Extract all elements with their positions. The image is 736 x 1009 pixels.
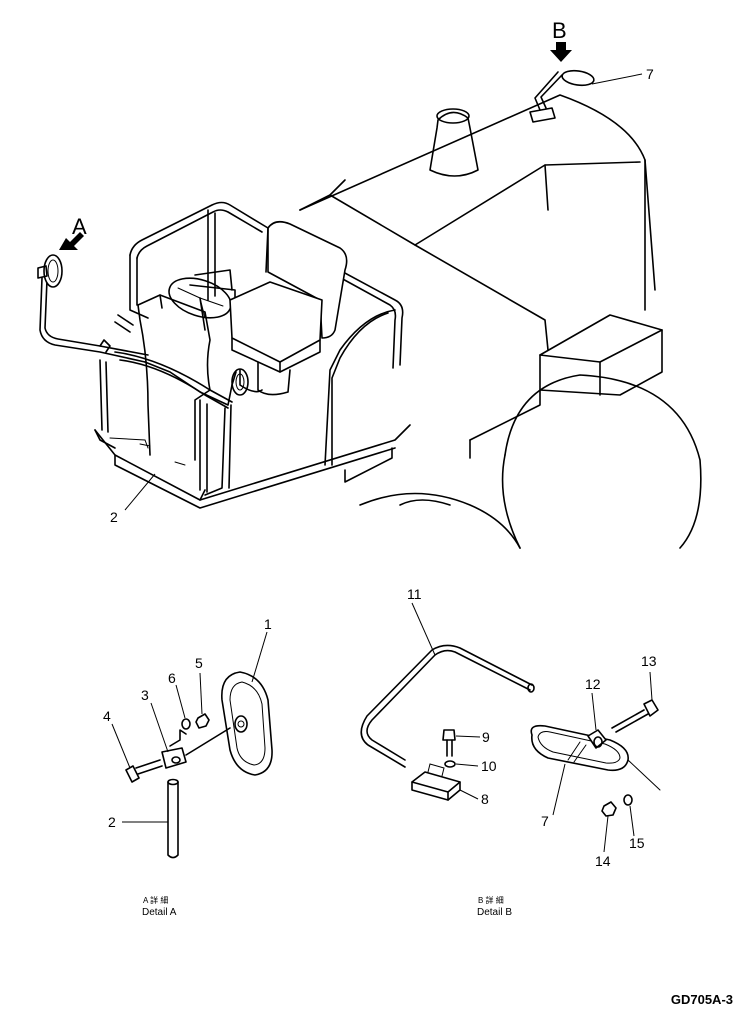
leader-b-8: [459, 789, 479, 800]
callout-a-3: 3: [141, 687, 149, 703]
detail-b-caption-en: Detail B: [477, 907, 512, 918]
left-mirror-a: [37, 254, 249, 396]
nut-part-5-icon: [195, 713, 210, 729]
washer-part-10-icon: [444, 760, 456, 768]
leader-a-6: [175, 684, 186, 719]
leader-b-15: [629, 805, 635, 837]
callout-b-8: 8: [481, 791, 489, 807]
leader-b-13: [649, 671, 653, 701]
machine-view: [37, 42, 702, 549]
mirror-part-7: [530, 724, 661, 791]
leader-a-1: [251, 631, 268, 683]
guard-rail: [99, 201, 404, 496]
leader-main-7: [591, 73, 643, 85]
detail-a-caption-en: Detail A: [142, 907, 177, 918]
leader-a-3: [150, 702, 169, 753]
callout-b-10: 10: [481, 758, 497, 774]
bolt-part-4-icon: [125, 759, 163, 783]
nut-part-14-icon: [601, 801, 617, 817]
leader-b-10: [455, 763, 479, 767]
callout-b-7: 7: [541, 813, 549, 829]
washer-part-6-icon: [181, 718, 191, 730]
bolt-part-9-icon: [442, 729, 456, 757]
leader-a-5: [199, 672, 203, 715]
callout-b-14: 14: [595, 853, 611, 869]
leader-b-7: [552, 763, 566, 816]
callout-main-7: 7: [646, 66, 654, 82]
console: [137, 269, 236, 461]
view-label-b: B: [552, 18, 567, 43]
bolt-part-13-icon: [611, 699, 659, 733]
leader-b-11: [411, 602, 436, 656]
operator-seat: [229, 220, 348, 396]
detail-a-caption-jp: A 詳 細: [143, 895, 168, 905]
callout-b-15: 15: [629, 835, 645, 851]
washer-part-15-icon: [623, 794, 633, 806]
detail-a: [111, 631, 273, 859]
callout-b-9: 9: [482, 729, 490, 745]
callout-b-13: 13: [641, 653, 657, 669]
engine-hood: [299, 94, 663, 459]
view-arrow-a-icon: [59, 232, 84, 250]
callout-a-1: 1: [264, 616, 272, 632]
rear-tire: [359, 374, 702, 549]
leader-a-4: [111, 723, 131, 769]
callout-a-6: 6: [168, 670, 176, 686]
leader-b-14: [603, 815, 609, 853]
callout-a-2: 2: [108, 814, 116, 830]
stay-part-11: [360, 644, 535, 768]
callout-a-4: 4: [103, 708, 111, 724]
detail-b-caption-jp: B 詳 細: [478, 895, 504, 905]
right-mirror-b: [529, 69, 595, 123]
callout-main-2: 2: [110, 509, 118, 525]
callout-a-5: 5: [195, 655, 203, 671]
detail-b: [360, 602, 661, 853]
clamp-part-3-icon: [161, 727, 231, 769]
view-arrow-b-icon: [550, 42, 572, 62]
leader-b-12: [591, 692, 597, 731]
clamp-part-12-icon: [587, 729, 607, 749]
left-mirror-stay: [39, 277, 237, 406]
view-label-a: A: [72, 214, 87, 239]
drawing-code: GD705A-3: [671, 992, 733, 1007]
leader-b-9: [455, 735, 481, 738]
callout-b-11: 11: [407, 586, 422, 602]
operator-platform: [94, 424, 411, 509]
callout-b-12: 12: [585, 676, 601, 692]
mirror-part-1: [221, 671, 273, 776]
leader-main-2: [124, 473, 156, 511]
pipe-part-2: [167, 778, 179, 859]
bracket-part-8-icon: [411, 763, 461, 801]
